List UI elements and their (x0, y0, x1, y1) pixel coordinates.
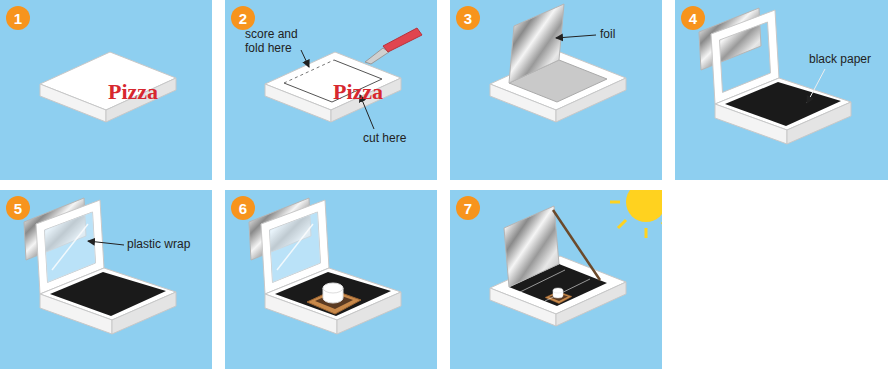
step-panel (225, 0, 437, 180)
step-label: cut here (363, 132, 406, 146)
step-number: 2 (231, 6, 255, 30)
step-panel (0, 190, 212, 369)
step-number: 5 (6, 196, 30, 220)
step-panel (450, 190, 662, 369)
step-number: 3 (456, 6, 480, 30)
step-panel (450, 0, 662, 180)
box-print: Pizza (108, 81, 158, 103)
step-number: 1 (6, 6, 30, 30)
callout-number: 3 (464, 10, 472, 27)
callout-number: 7 (464, 200, 472, 217)
callout-number: 5 (14, 200, 22, 217)
box-print: Pizza (333, 81, 383, 103)
step-label: score and fold here (245, 28, 307, 56)
callout-number: 4 (689, 10, 697, 27)
step-label: plastic wrap (127, 238, 190, 252)
step-panel (675, 0, 888, 180)
step-label: black paper (809, 53, 871, 67)
callout-number: 2 (239, 10, 247, 27)
step-label: foil (600, 28, 615, 42)
step-panel (0, 0, 212, 180)
callout-number: 6 (239, 200, 247, 217)
step-number: 7 (456, 196, 480, 220)
step-number: 6 (231, 196, 255, 220)
step-number: 4 (681, 6, 705, 30)
callout-number: 1 (14, 10, 22, 27)
step-panel (225, 190, 437, 369)
